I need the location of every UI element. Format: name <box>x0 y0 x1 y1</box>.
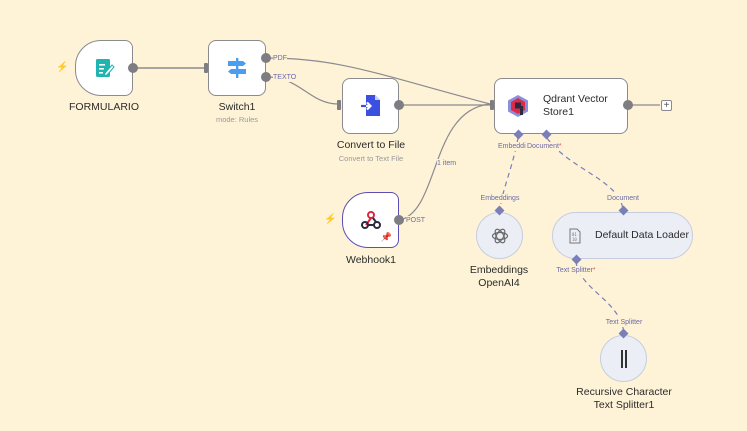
node-label: Default Data Loader <box>595 229 689 241</box>
pin-icon: 📌 <box>380 232 392 242</box>
port-label-embeddings: Embeddi <box>498 142 526 151</box>
input-port[interactable] <box>490 100 494 110</box>
trigger-bolt-icon: ⚡ <box>324 214 337 225</box>
node-convert-to-file[interactable] <box>342 78 399 134</box>
node-label: FORMULARIO <box>68 101 140 113</box>
node-label: Convert to File <box>336 139 406 151</box>
input-port[interactable] <box>337 100 341 110</box>
output-port-post[interactable] <box>394 215 404 225</box>
port-label-text: Document <box>527 143 559 150</box>
node-label-line2: Text Splitter1 <box>593 399 655 411</box>
port-label-text-splitter: Text Splitter <box>605 318 643 327</box>
output-port-texto[interactable] <box>261 72 271 82</box>
node-default-data-loader[interactable]: 01 10 Default Data Loader <box>552 212 693 259</box>
required-mark: * <box>592 267 596 274</box>
port-label-text: Text Splitter <box>556 267 593 274</box>
port-label-embeddings: Embeddings <box>480 194 520 203</box>
node-label-line2: Store1 <box>543 106 574 118</box>
port-label-document: Document* <box>527 142 562 151</box>
signpost-icon <box>228 58 246 78</box>
input-port[interactable] <box>204 63 208 73</box>
output-port[interactable] <box>623 100 633 110</box>
required-mark: * <box>558 143 562 150</box>
output-port-pdf[interactable] <box>261 53 271 63</box>
node-formulario[interactable] <box>75 40 133 96</box>
node-qdrant-vector-store[interactable]: Qdrant Vector Store1 <box>494 78 628 134</box>
form-icon <box>96 59 115 77</box>
node-label: Qdrant Vector <box>543 93 608 105</box>
webhook-icon <box>360 211 381 229</box>
node-sublabel: Convert to Text File <box>338 154 404 163</box>
node-embeddings-openai[interactable] <box>476 212 523 259</box>
trigger-bolt-icon: ⚡ <box>56 62 69 73</box>
port-label-text-splitter: Text Splitter* <box>556 266 596 275</box>
edge-label-item-count: 1 item <box>437 159 457 168</box>
output-port[interactable] <box>394 100 404 110</box>
add-node-button[interactable]: + <box>661 100 672 111</box>
output-port[interactable] <box>128 63 138 73</box>
node-webhook[interactable]: 📌 <box>342 192 399 248</box>
node-label-line2: OpenAI4 <box>478 277 520 289</box>
port-label-post: POST <box>406 216 426 225</box>
port-label-pdf: PDF <box>273 54 287 63</box>
file-import-icon <box>360 95 380 116</box>
node-sublabel: mode: Rules <box>215 115 259 124</box>
node-label: Webhook1 <box>345 254 397 266</box>
node-switch[interactable] <box>208 40 266 96</box>
svg-text:01: 01 <box>572 232 577 237</box>
openai-icon <box>491 228 508 243</box>
node-label: Recursive Character <box>576 386 672 398</box>
port-label-document: Document <box>607 194 639 203</box>
binary-file-icon: 01 10 <box>569 228 581 243</box>
node-recursive-text-splitter[interactable] <box>600 335 647 382</box>
qdrant-icon <box>508 95 528 117</box>
node-title: Qdrant Vector Store1 <box>543 93 608 119</box>
node-label: Embeddings <box>469 264 529 276</box>
svg-text:10: 10 <box>572 237 577 242</box>
splitter-icon <box>620 349 627 368</box>
port-label-texto: TEXTO <box>273 73 297 82</box>
node-label: Switch1 <box>218 101 256 113</box>
